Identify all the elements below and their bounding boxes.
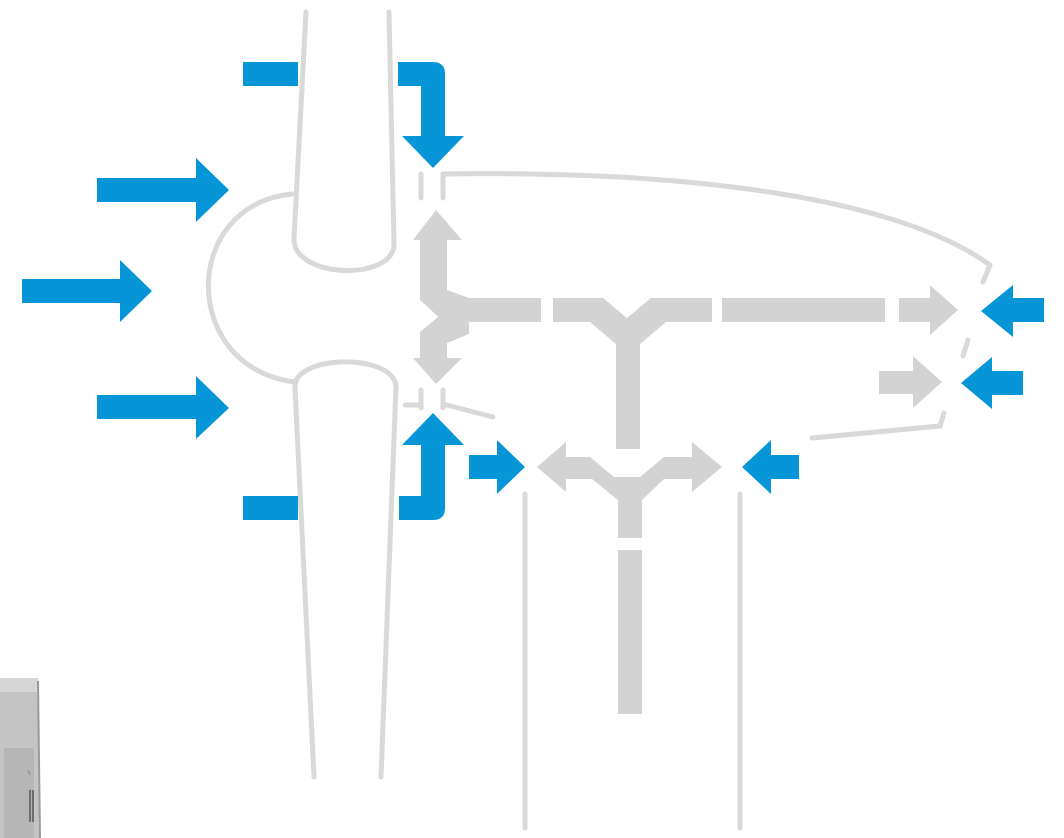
left-middle-inlet-arrow bbox=[22, 260, 152, 322]
bottom-center-left-inlet-arrow bbox=[469, 440, 525, 494]
left-upper-inlet-arrow bbox=[97, 158, 229, 222]
main-channel-right-arrow bbox=[899, 285, 958, 335]
lower-vertical-channel bbox=[618, 550, 642, 714]
bottom-center-right-inlet-arrow bbox=[742, 440, 799, 494]
device-corner bbox=[0, 678, 40, 838]
top-inlet-stub bbox=[243, 62, 298, 86]
inflow-group bbox=[22, 62, 1044, 520]
up-branch-head bbox=[413, 210, 462, 240]
bottom-inlet-stub bbox=[243, 496, 298, 520]
lower-step-outline bbox=[405, 404, 493, 417]
upper-blade-outline bbox=[294, 12, 394, 271]
lower-right-outline bbox=[812, 413, 944, 438]
bottom-bent-inlet-arrow bbox=[399, 413, 464, 520]
left-lower-inlet-arrow bbox=[97, 376, 229, 439]
right-upper-inlet-arrow bbox=[981, 285, 1044, 337]
outline-group bbox=[208, 12, 990, 828]
right-lower-inlet-arrow bbox=[961, 357, 1023, 409]
device-top-face bbox=[0, 678, 38, 692]
lower-right-outlet-arrow bbox=[879, 356, 942, 408]
upper-curve-tip bbox=[983, 265, 990, 282]
down-branch-head bbox=[413, 358, 462, 384]
channel-y-junction bbox=[553, 298, 712, 449]
channel-segment-a bbox=[458, 298, 541, 322]
top-bent-inlet-arrow bbox=[398, 62, 464, 168]
lower-blade-outline bbox=[295, 362, 396, 777]
lower-split-arrows bbox=[537, 442, 722, 538]
right-wall-segment bbox=[963, 340, 968, 356]
housing-outline bbox=[208, 194, 295, 382]
channel-segment-b bbox=[722, 298, 885, 322]
upper-curve-outline bbox=[443, 174, 990, 265]
